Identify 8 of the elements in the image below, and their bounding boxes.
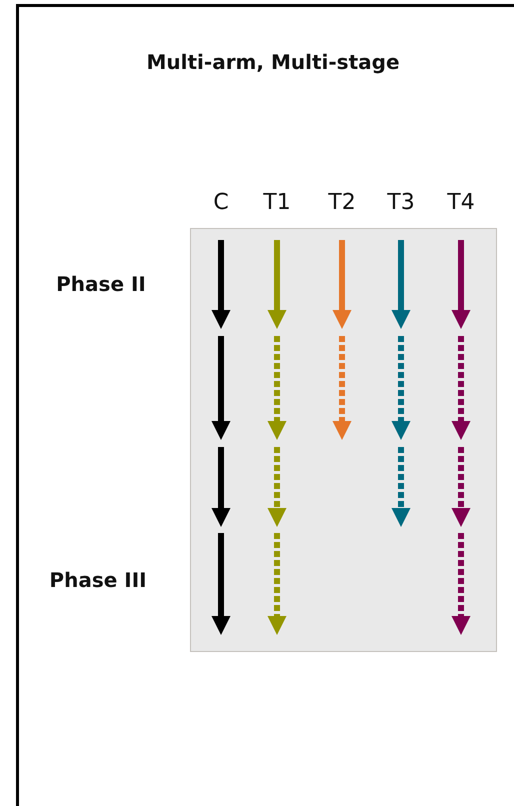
phase-label: Phase II bbox=[56, 272, 146, 296]
column-header: C bbox=[213, 190, 229, 215]
column-header: T3 bbox=[387, 190, 415, 215]
phase-label: Phase III bbox=[49, 568, 147, 592]
diagram-title: Multi-arm, Multi-stage bbox=[146, 50, 400, 74]
column-header: T4 bbox=[447, 190, 475, 215]
column-header: T2 bbox=[328, 190, 356, 215]
column-header: T1 bbox=[263, 190, 291, 215]
